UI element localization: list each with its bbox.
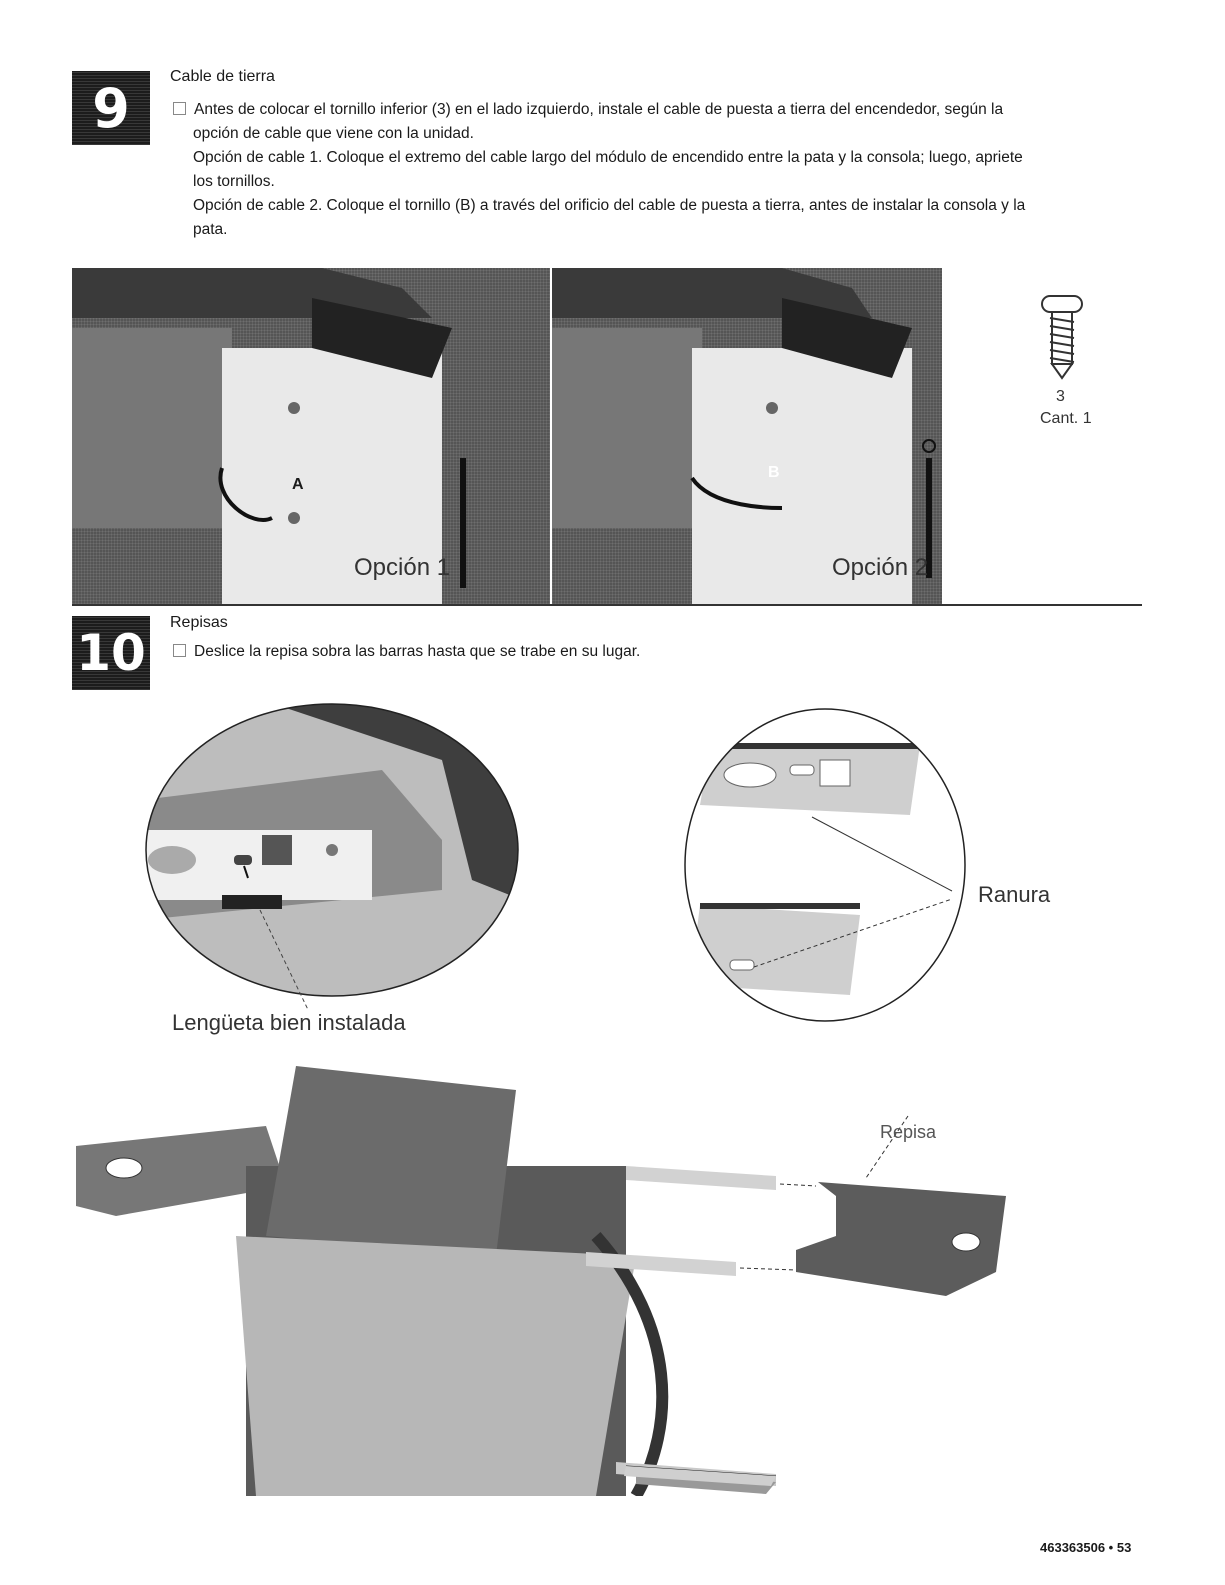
step-9-line-1: Antes de colocar el tornillo inferior (3… bbox=[173, 98, 1153, 122]
option-1-label: Opción 1 bbox=[354, 554, 451, 581]
step-10-title: Repisas bbox=[170, 614, 228, 631]
section-divider bbox=[72, 604, 1142, 606]
option-1-image: A Opción 1 bbox=[72, 268, 550, 604]
step-9-title: Cable de tierra bbox=[170, 68, 275, 85]
step-9-instructions: Antes de colocar el tornillo inferior (3… bbox=[173, 98, 1153, 242]
step-10-instructions: Deslice la repisa sobra las barras hasta… bbox=[173, 640, 1073, 664]
callout-b: B bbox=[768, 464, 780, 481]
part-number: 3 bbox=[1056, 388, 1065, 405]
screw-icon bbox=[1041, 295, 1083, 380]
page-number: 463363506 • 53 bbox=[1040, 1540, 1132, 1555]
tab-detail-image bbox=[145, 703, 519, 1010]
checkbox-icon bbox=[173, 644, 186, 657]
tab-installed-label: Lengüeta bien instalada bbox=[172, 1010, 406, 1035]
step-9-line-2: opción de cable que viene con la unidad. bbox=[193, 125, 474, 142]
step-10-text: Deslice la repisa sobra las barras hasta… bbox=[194, 643, 641, 660]
checkbox-icon bbox=[173, 102, 186, 115]
option-2-label: Opción 2 bbox=[832, 554, 929, 581]
step-10-badge: 10 bbox=[72, 616, 150, 690]
step-9-line-5: Opción de cable 2. Coloque el tornillo (… bbox=[193, 197, 1026, 214]
step-9-number: 9 bbox=[92, 76, 130, 140]
slot-detail-image bbox=[684, 708, 966, 1022]
callout-a: A bbox=[292, 476, 304, 493]
part-quantity: Cant. 1 bbox=[1040, 410, 1092, 427]
grill-assembly-image bbox=[76, 1066, 1006, 1496]
slot-label: Ranura bbox=[978, 882, 1051, 907]
option-2-image: B Opción 2 bbox=[552, 268, 942, 604]
step-9-line-4: los tornillos. bbox=[193, 173, 275, 190]
step-10-number: 10 bbox=[76, 624, 146, 682]
step-9-line-6: pata. bbox=[193, 221, 228, 238]
step-9-line-3: Opción de cable 1. Coloque el extremo de… bbox=[193, 149, 1023, 166]
shelf-label: Repisa bbox=[880, 1122, 937, 1142]
step-9-badge: 9 bbox=[72, 71, 150, 145]
